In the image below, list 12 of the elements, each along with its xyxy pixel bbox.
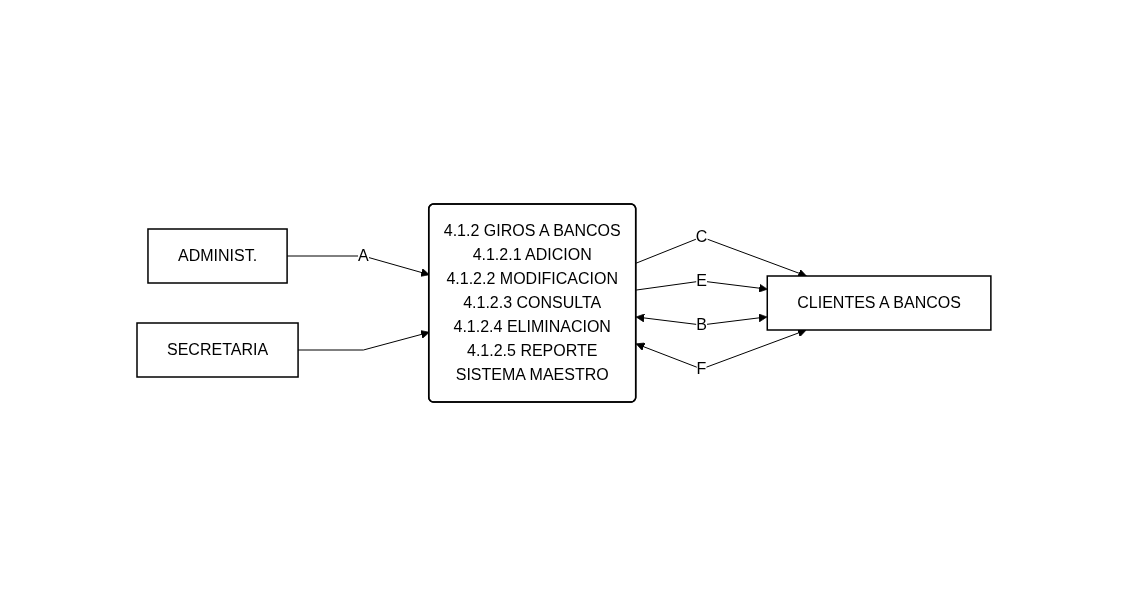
edge-label: F <box>696 359 707 377</box>
arrow <box>635 236 807 277</box>
node-box: SECRETARIA <box>136 321 299 378</box>
node-box: ADMINIST. <box>147 227 288 284</box>
edge-label: B <box>696 315 707 333</box>
edge-label: A <box>358 246 369 264</box>
edge-label: E <box>696 271 707 289</box>
arrow <box>635 328 807 369</box>
edge-label: C <box>695 227 708 245</box>
arrow <box>635 280 768 293</box>
node-box: CLIENTES A BANCOS <box>766 274 992 331</box>
arrow <box>635 313 768 325</box>
